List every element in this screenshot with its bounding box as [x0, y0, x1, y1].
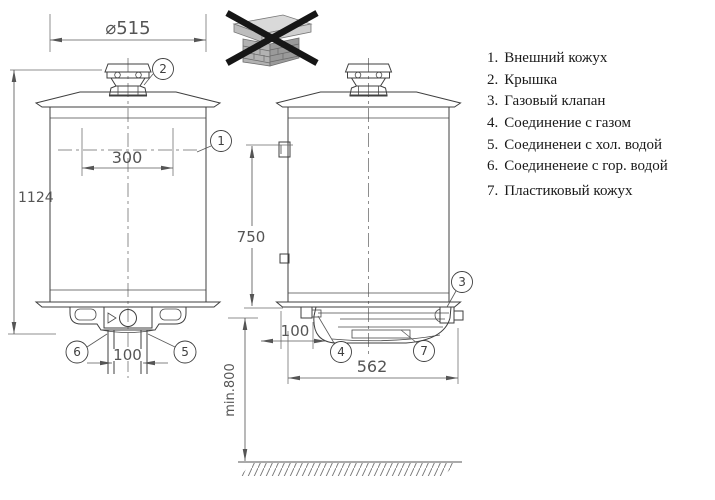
callout-plastic-cover: 7 [413, 340, 435, 362]
legend-number: 5. [487, 136, 499, 153]
floor-ground [238, 461, 462, 476]
callout-gas-connection: 4 [330, 341, 352, 363]
plastic-cover-side [313, 306, 452, 344]
legend-item-3: 3. Газовый клапан [487, 93, 712, 115]
legend-label: Внешний кожух [504, 50, 608, 66]
legend-item-1: 1. Внешний кожух [487, 50, 712, 72]
top-dome-front [34, 91, 222, 108]
dim-pipes-100: 100 [87, 346, 168, 366]
prohibition-cross [225, 10, 319, 66]
dim-diameter-515: ⌀515 [49, 14, 207, 52]
side-fittings [278, 141, 291, 264]
callout-cold-water: 5 [173, 340, 197, 364]
gas-connection-bracket [300, 306, 322, 319]
svg-text:100: 100 [113, 346, 142, 364]
dim-depth-562: 562 [287, 328, 459, 384]
no-chimney-icon [225, 10, 319, 67]
legend-number: 6. [487, 158, 499, 175]
legend-item-2: 2. Крышка [487, 72, 712, 94]
svg-text:4: 4 [337, 345, 345, 359]
svg-text:3: 3 [458, 275, 466, 289]
svg-text:750: 750 [237, 228, 266, 246]
svg-text:1124: 1124 [18, 190, 54, 206]
burner-assembly-front [69, 306, 187, 333]
legend-number: 4. [487, 115, 499, 132]
side-view: 750 min.800 100 562 3 [223, 58, 473, 476]
svg-text:300: 300 [112, 148, 143, 167]
legend-label: Пластиковый кожух [504, 183, 633, 200]
svg-text:1: 1 [217, 134, 225, 148]
callout-gas-valve: 3 [451, 271, 473, 293]
svg-text:⌀515: ⌀515 [105, 18, 150, 39]
legend-item-6: 6. Соединенеие с гор. водой [487, 158, 712, 180]
dim-floor-min800: min.800 [223, 317, 258, 461]
legend-number: 1. [487, 50, 499, 66]
callout-outer-casing: 1 [210, 130, 232, 152]
legend-item-5: 5. Соединенеи с хол. водой [487, 137, 712, 159]
legend-number: 7. [487, 183, 499, 200]
dim-inner-300: 300 [58, 128, 197, 176]
legend-label: Газовый клапан [504, 93, 606, 110]
legend-number: 3. [487, 93, 499, 110]
legend-label: Крышка [504, 71, 558, 88]
dim-side-750: 750 [237, 144, 293, 309]
legend-item-7: 7. Пластиковый кожух [487, 183, 712, 205]
callout-hot-water: 6 [65, 340, 89, 364]
legend-label: Соединенеи с хол. водой [504, 136, 663, 153]
bottom-plate-front [34, 301, 222, 308]
tank-body-front [49, 106, 207, 303]
svg-text:5: 5 [181, 345, 189, 359]
svg-text:100: 100 [281, 322, 310, 340]
svg-text:2: 2 [159, 62, 167, 76]
front-view: ⌀515 1124 300 100 1 [8, 14, 232, 378]
svg-text:7: 7 [420, 344, 428, 358]
svg-text:6: 6 [73, 345, 81, 359]
legend-item-4: 4. Соединение с газом [487, 115, 712, 137]
svg-text:min.800: min.800 [223, 363, 238, 416]
top-dome-side [275, 91, 462, 108]
legend-label: Соединение с газом [504, 115, 631, 132]
svg-text:562: 562 [357, 357, 388, 376]
legend-label: Соединенеие с гор. водой [504, 158, 668, 175]
dim-height-1124: 1124 [8, 69, 102, 335]
legend: 1. Внешний кожух 2. Крышка 3. Газовый кл… [487, 50, 712, 205]
legend-number: 2. [487, 71, 499, 88]
callout-cap: 2 [152, 58, 174, 80]
